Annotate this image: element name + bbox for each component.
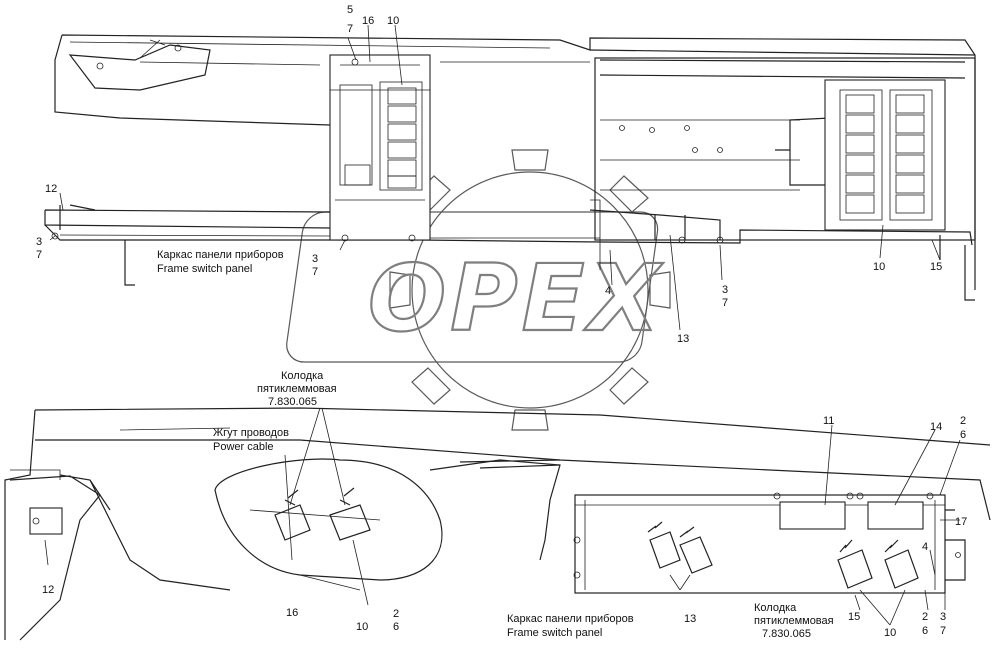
callout-3: 3 <box>36 236 42 248</box>
callout-3: 3 <box>722 284 728 296</box>
callout-10: 10 <box>387 15 399 27</box>
callout-6: 6 <box>922 625 928 637</box>
callout-2: 2 <box>922 611 928 623</box>
watermark: OPEX <box>286 149 671 431</box>
callout-14: 14 <box>930 421 942 433</box>
harness-label-en: Power cable <box>213 441 274 453</box>
callout-15: 15 <box>848 611 860 623</box>
relay-13-a <box>647 521 681 569</box>
callout-7: 7 <box>940 625 946 637</box>
top-left-bracket <box>68 44 211 91</box>
right-instrument-panel <box>594 57 976 241</box>
frame-label-ru: Каркас панели приборов <box>507 613 634 625</box>
connector-code: 7.830.065 <box>268 396 317 408</box>
connector2-code: 7.830.065 <box>762 628 811 640</box>
connector2-label-ru-1: Колодка <box>754 602 797 614</box>
callout-6: 6 <box>393 621 399 633</box>
callout-10: 10 <box>356 621 368 633</box>
gear-icon <box>389 149 671 431</box>
callout-6: 6 <box>960 429 966 441</box>
callout-15: 15 <box>930 261 942 273</box>
left-connector-block <box>29 507 63 535</box>
left-switch-column <box>379 81 423 191</box>
watermark-frame <box>286 211 659 363</box>
callout-7: 7 <box>312 266 318 278</box>
callout-11: 11 <box>823 415 834 427</box>
five-pin-connector-15 <box>837 539 873 589</box>
top-view: 5 7 16 10 12 3 7 Каркас панели приборов … <box>36 4 976 345</box>
frame-label-ru: Каркас панели приборов <box>157 249 284 261</box>
callout-3: 3 <box>940 611 946 623</box>
callout-3: 3 <box>312 253 318 265</box>
callout-4: 4 <box>605 285 611 297</box>
right-switch-box <box>824 79 946 231</box>
connector-label-ru-1: Колодка <box>281 370 324 382</box>
relay-13-b <box>679 526 713 574</box>
harness-label-ru: Жгут проводов <box>213 427 289 439</box>
callout-13: 13 <box>684 613 696 625</box>
callout-12: 12 <box>42 584 54 596</box>
callout-2: 2 <box>960 415 966 427</box>
connector-label-ru-2: пятиклеммовая <box>257 383 337 395</box>
callout-17: 17 <box>955 516 967 528</box>
relay-block-14 <box>867 501 924 530</box>
bottom-view: Колодка пятиклеммовая 7.830.065 Жгут про… <box>4 370 991 641</box>
connector2-label-ru-2: пятиклеммовая <box>754 615 834 627</box>
callout-7: 7 <box>36 249 42 261</box>
callout-13: 13 <box>677 333 689 345</box>
callout-7: 7 <box>722 297 728 309</box>
detail-callout-blob <box>214 458 443 581</box>
callout-10: 10 <box>873 261 885 273</box>
five-pin-connector-10 <box>884 539 919 589</box>
right-switch-columns <box>839 89 933 221</box>
callout-16: 16 <box>286 607 298 619</box>
top-cable-route <box>589 209 721 240</box>
relay-block-11 <box>779 501 846 530</box>
bottom-frame-box <box>574 494 946 594</box>
callout-10: 10 <box>884 627 896 639</box>
five-pin-connector-right <box>329 487 371 541</box>
callout-16: 16 <box>362 15 374 27</box>
callout-2: 2 <box>393 608 399 620</box>
watermark-text: OPEX <box>368 245 663 352</box>
callout-7: 7 <box>347 23 353 35</box>
frame-label-en: Frame switch panel <box>157 263 252 275</box>
callout-12: 12 <box>45 183 57 195</box>
callout-5: 5 <box>347 4 353 16</box>
callout-4: 4 <box>922 541 928 553</box>
frame-label-en: Frame switch panel <box>507 627 602 639</box>
